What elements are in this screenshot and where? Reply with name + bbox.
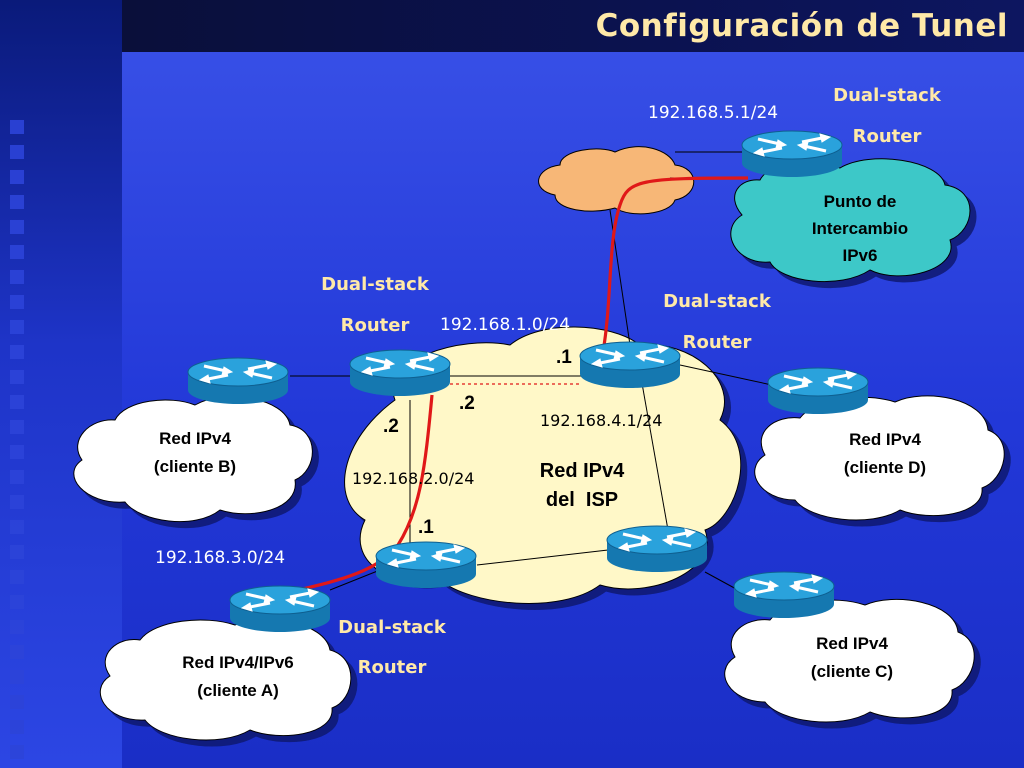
sidebar-square — [10, 570, 24, 584]
label-ds-top-1: Dual-stack — [833, 85, 942, 106]
router-icon-client-b — [186, 356, 290, 406]
sidebar-square — [10, 395, 24, 409]
sidebar-square — [10, 170, 24, 184]
sidebar-square — [10, 595, 24, 609]
sidebar-square — [10, 220, 24, 234]
sidebar-square — [10, 320, 24, 334]
label-client-b-2: (cliente B) — [154, 457, 236, 476]
router-icon-dual-stack-right — [578, 340, 682, 390]
sidebar-square — [10, 370, 24, 384]
sidebar-square — [10, 345, 24, 359]
sidebar-square — [10, 620, 24, 634]
client-c-cloud — [724, 599, 975, 723]
sidebar-square — [10, 670, 24, 684]
exchange-cloud — [730, 158, 971, 282]
label-client-b-1: Red IPv4 — [159, 429, 231, 448]
sidebar-square — [10, 470, 24, 484]
label-dot2-mid: .2 — [459, 393, 475, 414]
label-dot1-bottom: .1 — [418, 517, 434, 538]
router-icon-dual-stack-bottom — [374, 540, 478, 590]
client-a-cloud — [99, 618, 352, 741]
label-client-c-2: (cliente C) — [811, 662, 893, 681]
sidebar-square — [10, 520, 24, 534]
router-icon-client-d — [766, 366, 870, 416]
sidebar-square — [10, 545, 24, 559]
label-isp-1: Red IPv4 — [540, 460, 625, 482]
router-icon-client-c — [732, 570, 836, 620]
sidebar-square — [10, 195, 24, 209]
orange-cloud — [538, 146, 695, 215]
label-net-3-0: 192.168.3.0/24 — [155, 548, 285, 568]
label-ds-left-2: Router — [341, 315, 410, 336]
label-exchange-3: IPv6 — [843, 246, 878, 265]
label-net-4-1: 192.168.4.1/24 — [540, 411, 662, 430]
label-ds-top-2: Router — [853, 126, 922, 147]
label-exchange-1: Punto de — [824, 192, 897, 211]
label-isp-2: del ISP — [546, 489, 618, 511]
label-client-a-2: (cliente A) — [197, 681, 279, 700]
label-ds-right-2: Router — [683, 332, 752, 353]
sidebar-square — [10, 445, 24, 459]
sidebar-square — [10, 645, 24, 659]
router-icon-client-a — [228, 584, 332, 634]
label-client-d-2: (cliente D) — [844, 458, 926, 477]
label-client-d-1: Red IPv4 — [849, 430, 921, 449]
router-icon-dual-stack-left — [348, 348, 452, 398]
sidebar-square — [10, 295, 24, 309]
label-client-a-1: Red IPv4/IPv6 — [182, 653, 294, 672]
sidebar-square — [10, 145, 24, 159]
label-net-5-1: 192.168.5.1/24 — [648, 103, 778, 123]
sidebar-square — [10, 245, 24, 259]
label-dot1-top: .1 — [556, 347, 572, 368]
label-ds-bottom-1: Dual-stack — [338, 617, 447, 638]
label-ds-left-1: Dual-stack — [321, 274, 430, 295]
label-dot2-left: .2 — [383, 416, 399, 437]
sidebar-square — [10, 120, 24, 134]
label-net-2-0: 192.168.2.0/24 — [352, 469, 474, 488]
title-bar: Configuración de Tunel — [122, 0, 1024, 52]
page-title: Configuración de Tunel — [595, 8, 1008, 44]
label-net-1-0: 192.168.1.0/24 — [440, 315, 570, 335]
router-icon-exchange — [740, 129, 844, 179]
sidebar-square — [10, 270, 24, 284]
label-ds-bottom-2: Router — [358, 657, 427, 678]
client-d-cloud — [754, 395, 1005, 521]
router-icon-isp-bottom — [605, 524, 709, 574]
label-client-c-1: Red IPv4 — [816, 634, 888, 653]
sidebar-square — [10, 695, 24, 709]
sidebar-square — [10, 495, 24, 509]
label-exchange-2: Intercambio — [812, 219, 908, 238]
sidebar-square — [10, 420, 24, 434]
label-ds-right-1: Dual-stack — [663, 291, 772, 312]
sidebar-square — [10, 745, 24, 759]
sidebar-square — [10, 720, 24, 734]
